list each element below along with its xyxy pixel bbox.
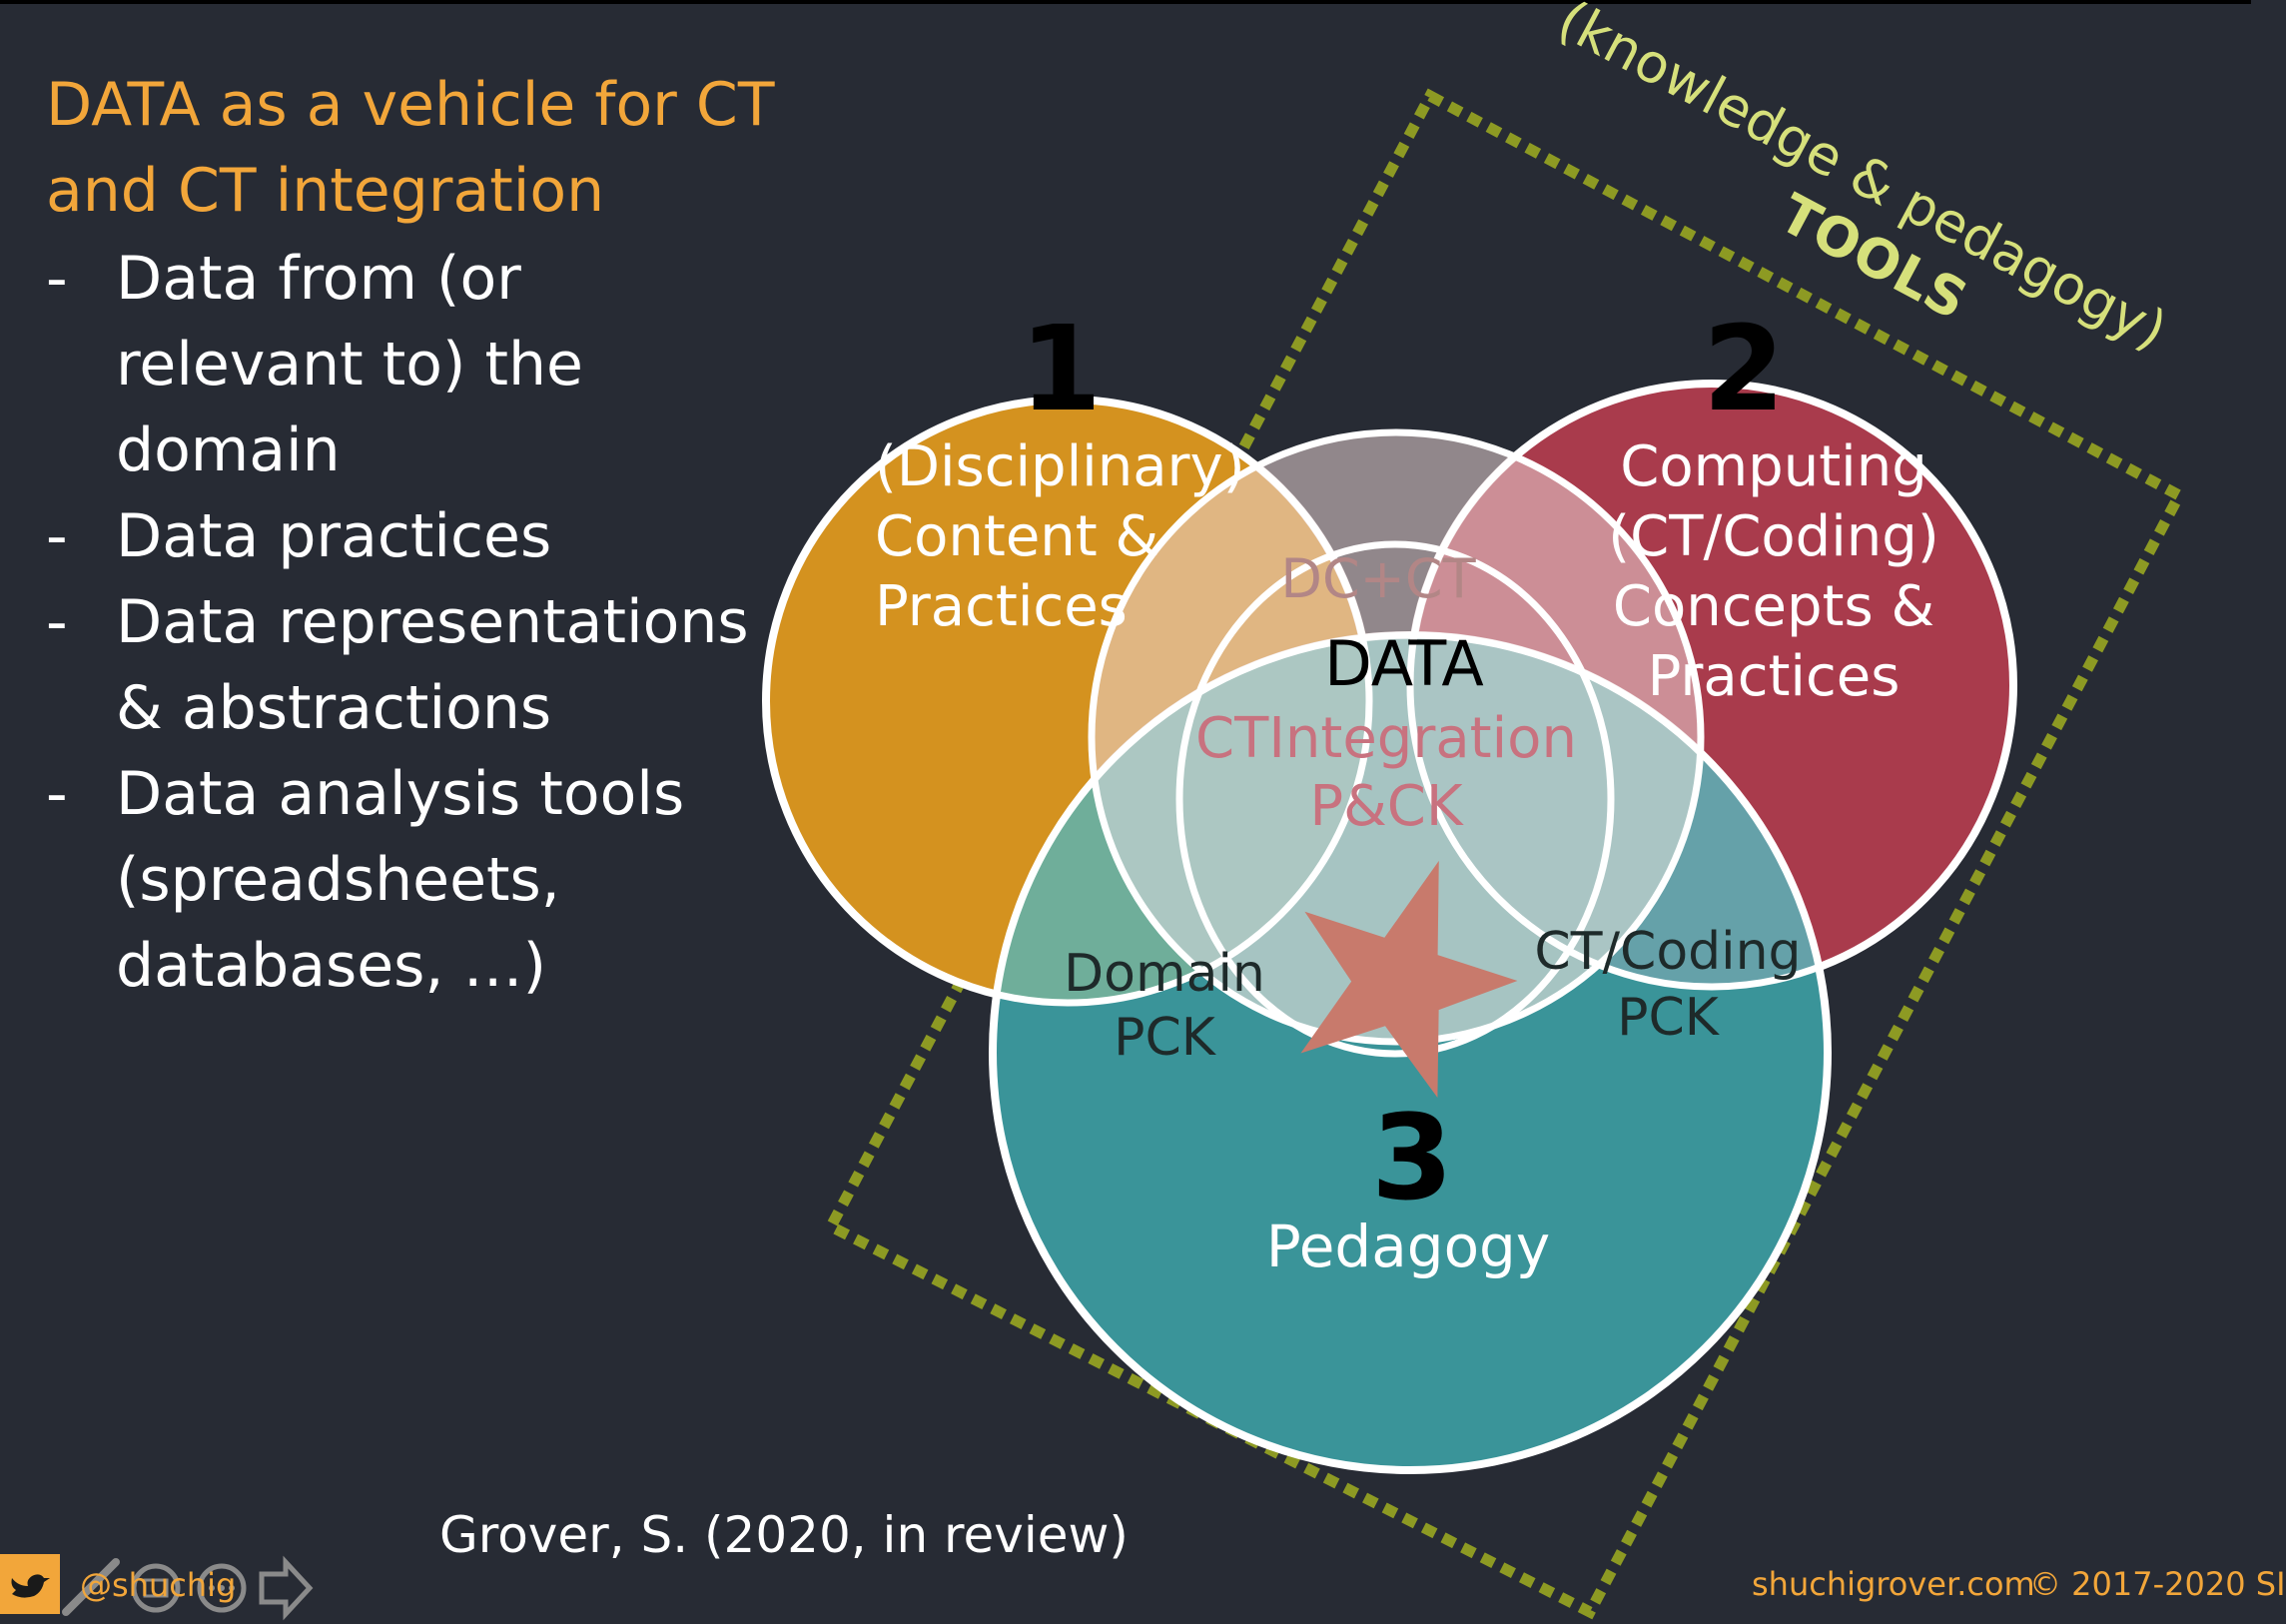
citation: Grover, S. (2020, in review) — [439, 1506, 1129, 1564]
twitter-handle: @shuchig — [80, 1566, 237, 1604]
bullet-text: Data analysis tools (spreadsheets, datab… — [116, 759, 685, 1001]
lens-outline — [1175, 540, 1615, 1058]
bullet-item: -Data representations & abstractions — [46, 579, 785, 751]
circle-3-outline — [989, 631, 1832, 1474]
more-options-icon[interactable] — [197, 1563, 247, 1613]
circle-3-line: Pedagogy — [1266, 1213, 1550, 1280]
footer-copyright: © 2017-2020 SI — [2029, 1565, 2286, 1603]
dc-ct-label: DC+CT — [1280, 547, 1476, 610]
pck-label: P&CK — [1309, 774, 1464, 839]
bullet-dash: - — [46, 501, 68, 571]
next-arrow-icon[interactable] — [259, 1555, 314, 1621]
circle-1-outline — [762, 396, 1373, 1007]
ct-coding-pck-line: PCK — [1617, 988, 1721, 1048]
bullet-text: Data from (or relevant to) the domain — [116, 244, 583, 485]
bullet-dash: - — [46, 244, 68, 314]
bullet-dash: - — [46, 587, 68, 657]
bullet-item: -Data from (or relevant to) the domain — [46, 236, 785, 493]
bullet-text: Data practices — [116, 501, 552, 571]
circle-2-line: Practices — [1648, 644, 1901, 709]
slides-icon[interactable] — [131, 1563, 181, 1613]
circle-2-label: Computing (CT/Coding) Concepts & Practic… — [1608, 434, 1938, 709]
circle-1-number: 1 — [1020, 300, 1102, 437]
slide-title: DATA as a vehicle for CT and CT integrat… — [46, 70, 775, 226]
data-label: DATA — [1324, 627, 1484, 700]
star-icon — [1300, 860, 1518, 1099]
player-controls — [0, 1554, 314, 1621]
bullet-dash: - — [46, 759, 68, 829]
circle-1-label: (Disciplinary) Content & Practices — [875, 434, 1245, 639]
top-border — [0, 0, 2251, 4]
circle-1-line: Practices — [875, 574, 1128, 639]
ct-coding-pck-label: CT/Coding PCK — [1534, 922, 1801, 1048]
pen-icon[interactable] — [62, 1558, 120, 1616]
circle-2-line: (CT/Coding) — [1608, 504, 1938, 569]
circle-1-line: (Disciplinary) — [875, 434, 1245, 499]
bullet-item: -Data practices — [46, 493, 785, 579]
bullet-list: -Data from (or relevant to) the domain -… — [46, 236, 785, 1009]
knowledge-pedagogy-label: (knowledge & pedagogy) — [1548, 0, 2177, 363]
circle-2-outline — [1406, 380, 2017, 991]
center-pedagogy-overlap — [1092, 635, 1701, 1042]
domain-pck-line: Domain — [1064, 944, 1265, 1004]
center-circle-outline — [1088, 428, 1705, 1046]
ct-coding-pck-line: CT/Coding — [1534, 922, 1801, 982]
domain-pck-line: PCK — [1114, 1008, 1217, 1068]
circle-2-number: 2 — [1703, 300, 1785, 437]
ct-integration-label: CTIntegration — [1195, 706, 1577, 771]
bird-icon — [11, 1574, 50, 1598]
bullet-text: Data representations & abstractions — [116, 587, 749, 743]
circle-2-line: Concepts & — [1613, 574, 1934, 639]
footer-site: shuchigrover.com — [1752, 1565, 2035, 1603]
bullet-item: -Data analysis tools (spreadsheets, data… — [46, 751, 785, 1009]
circle-1-line: Content & — [875, 504, 1158, 569]
domain-pck-label: Domain PCK — [1064, 944, 1265, 1068]
circle-3-number: 3 — [1371, 1089, 1453, 1226]
circle-2-line: Computing — [1620, 434, 1927, 499]
